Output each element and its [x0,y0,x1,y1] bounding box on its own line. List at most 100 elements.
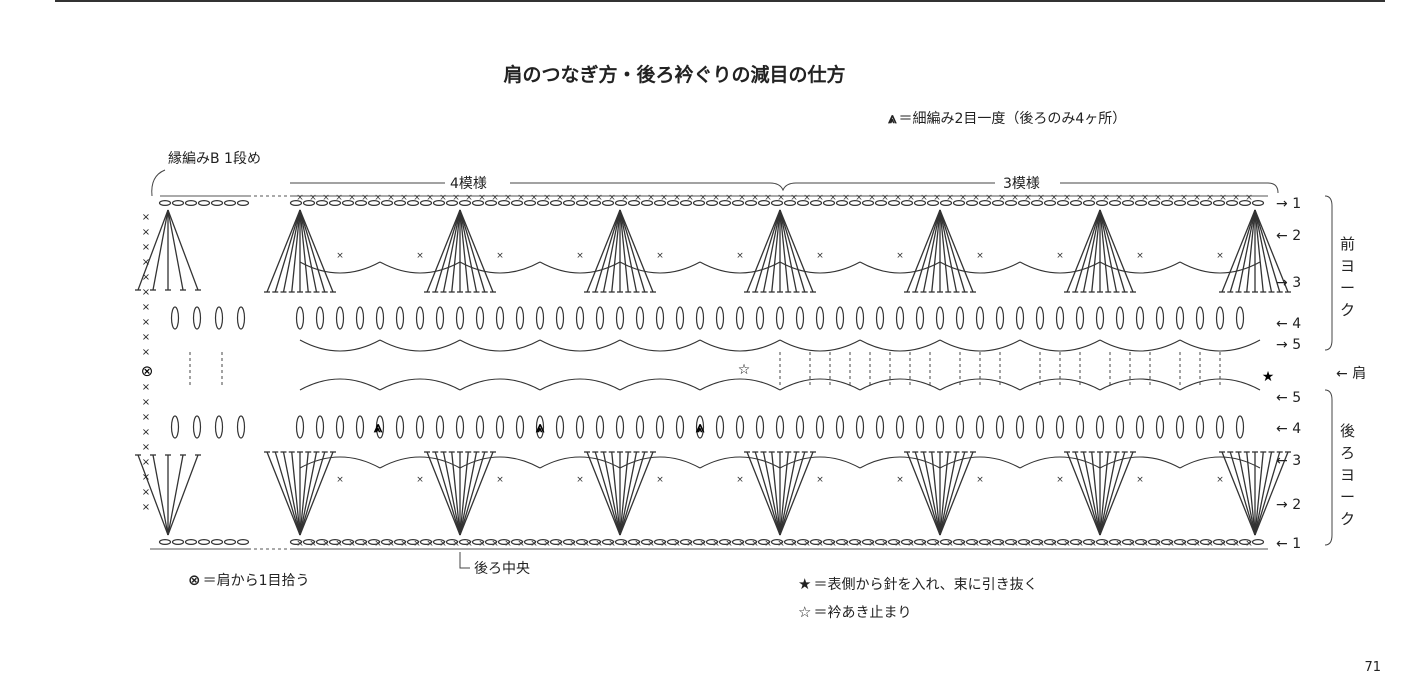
svg-text:×: × [142,502,150,513]
svg-text:×: × [1232,193,1240,203]
svg-text:×: × [1102,539,1110,549]
svg-text:×: × [751,193,759,203]
row-label: → 2 [1276,497,1302,513]
svg-text:×: × [517,539,525,549]
back-yoke-label: 後ろヨーク [1340,422,1356,528]
repeat-brackets [290,182,1279,194]
svg-text:×: × [142,317,150,328]
row-label: ← 3 [1276,453,1302,469]
svg-text:×: × [998,193,1006,203]
svg-text:×: × [829,539,837,549]
svg-text:⩓: ⩓ [695,418,705,436]
svg-text:×: × [296,193,304,203]
svg-text:×: × [656,251,664,261]
svg-text:×: × [816,193,824,203]
svg-text:×: × [699,539,707,549]
svg-text:×: × [1011,539,1019,549]
svg-text:×: × [576,251,584,261]
svg-text:×: × [673,539,681,549]
svg-text:×: × [543,193,551,203]
svg-text:×: × [777,193,785,203]
svg-text:×: × [142,332,150,343]
svg-text:×: × [686,539,694,549]
svg-text:×: × [855,539,863,549]
svg-text:×: × [452,539,460,549]
stitch-patterns: × × × × × × × × × × × × × × × × × × × × × × × × × × × × × × × × × × × × × × × ×… [135,193,1291,549]
svg-text:×: × [1076,539,1084,549]
svg-text:×: × [361,193,369,203]
svg-text:×: × [894,539,902,549]
svg-text:×: × [452,193,460,203]
svg-text:×: × [660,193,668,203]
svg-text:×: × [1115,539,1123,549]
svg-text:×: × [738,539,746,549]
svg-text:×: × [1154,539,1162,549]
svg-text:×: × [1206,539,1214,549]
svg-text:×: × [736,251,744,261]
svg-text:×: × [1154,193,1162,203]
svg-text:×: × [142,257,150,268]
svg-text:×: × [142,272,150,283]
sc2tog-symbol-icon: ⩓ [888,109,897,127]
svg-text:×: × [309,539,317,549]
svg-text:×: × [478,193,486,203]
svg-text:×: × [1167,539,1175,549]
repeat-4-label: 4模様 [450,176,487,192]
svg-text:×: × [595,539,603,549]
svg-text:×: × [426,539,434,549]
svg-text:×: × [1076,193,1084,203]
svg-text:×: × [855,193,863,203]
svg-text:×: × [933,539,941,549]
row-label: ← 2 [1276,228,1302,244]
svg-text:×: × [621,539,629,549]
row-label: → 1 [1276,196,1302,212]
svg-text:×: × [336,251,344,261]
svg-text:×: × [647,193,655,203]
svg-text:×: × [142,242,150,253]
page-number: 71 [1364,660,1381,675]
svg-text:×: × [142,472,150,483]
svg-text:×: × [582,539,590,549]
svg-text:×: × [1167,193,1175,203]
svg-text:×: × [985,193,993,203]
svg-text:×: × [712,539,720,549]
svg-text:×: × [496,475,504,485]
svg-text:×: × [777,539,785,549]
svg-text:×: × [907,539,915,549]
svg-text:×: × [504,193,512,203]
svg-text:×: × [725,539,733,549]
svg-text:×: × [413,193,421,203]
svg-text:×: × [400,539,408,549]
svg-text:×: × [142,427,150,438]
svg-text:×: × [764,193,772,203]
svg-text:×: × [790,539,798,549]
svg-text:×: × [142,347,150,358]
svg-text:×: × [1128,193,1136,203]
svg-text:×: × [1206,193,1214,203]
svg-text:×: × [1180,539,1188,549]
svg-text:×: × [608,193,616,203]
svg-text:×: × [416,251,424,261]
svg-text:×: × [348,539,356,549]
svg-text:×: × [1136,251,1144,261]
svg-text:×: × [569,193,577,203]
svg-text:×: × [959,539,967,549]
svg-text:×: × [1180,193,1188,203]
svg-text:×: × [1219,193,1227,203]
svg-text:×: × [142,412,150,423]
svg-text:×: × [491,193,499,203]
svg-text:×: × [1102,193,1110,203]
svg-text:×: × [656,475,664,485]
svg-text:×: × [1128,539,1136,549]
svg-text:×: × [1193,539,1201,549]
svg-text:⩓: ⩓ [535,418,545,436]
svg-text:×: × [816,539,824,549]
svg-text:×: × [504,539,512,549]
svg-text:×: × [142,397,150,408]
border-label-pointer [151,169,166,197]
svg-text:×: × [972,193,980,203]
svg-text:×: × [496,251,504,261]
svg-text:×: × [868,193,876,203]
svg-text:×: × [142,442,150,453]
svg-text:×: × [142,287,150,298]
